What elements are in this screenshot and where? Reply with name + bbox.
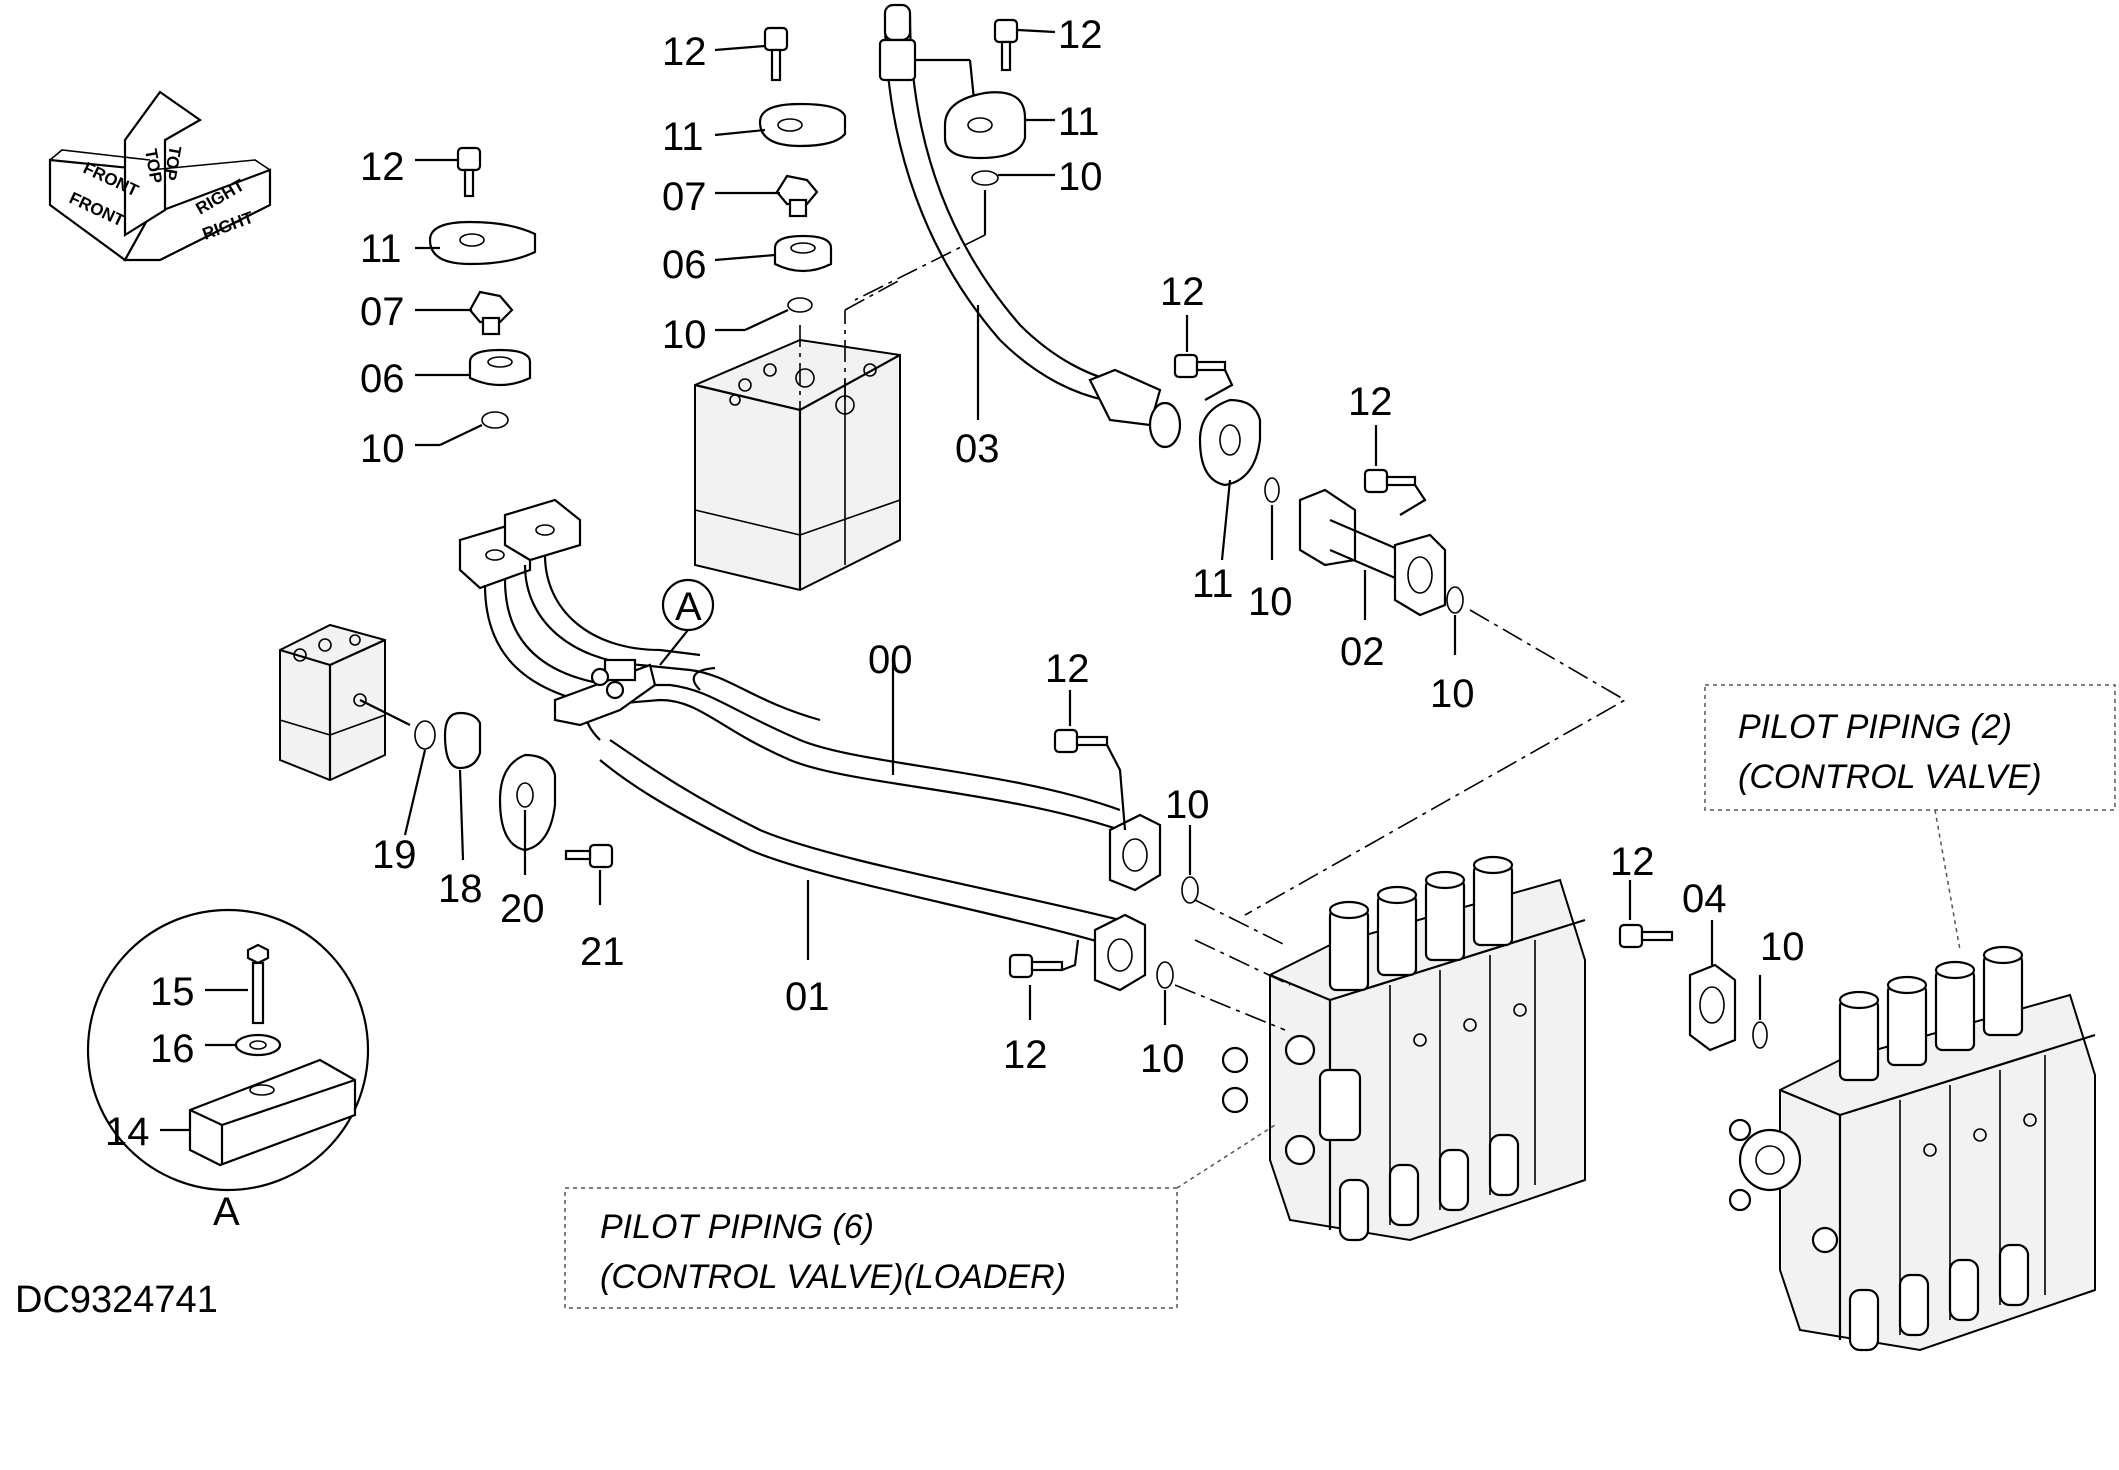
label-11: 11 [360,227,402,271]
label-06: 06 [360,357,405,401]
label-10: 10 [1058,155,1103,199]
connection-lines [854,234,1627,1031]
callout-pilot-piping-2: PILOT PIPING (2) (CONTROL VALVE) [1704,684,2116,951]
label-10: 10 [1248,580,1293,624]
callout-6-line1: PILOT PIPING (6) [600,1208,874,1246]
detail-circle-letter: A [213,1190,240,1234]
label-12: 12 [1003,1033,1048,1077]
detail-marker-letter: A [675,585,702,629]
hose-03 [878,3,1182,449]
left-valve-block [279,623,614,905]
label-16: 16 [150,1027,195,1071]
label-12: 12 [1045,647,1090,691]
label-12: 12 [360,145,405,189]
label-01: 01 [785,975,830,1019]
label-11: 11 [662,115,704,159]
left-fitting-stack [415,146,537,447]
label-12: 12 [1348,380,1393,424]
control-valve-loader [1221,855,1586,1242]
label-00: 00 [868,638,913,682]
label-03: 03 [955,427,1000,471]
detail-a-marker: A [659,578,715,666]
label-11: 11 [1192,562,1234,606]
label-04: 04 [1682,877,1727,921]
label-18: 18 [438,867,483,911]
label-12: 12 [662,30,707,74]
callout-2-line2: (CONTROL VALVE) [1738,758,2042,796]
label-19: 19 [372,833,417,877]
callout-6-line2: (CONTROL VALVE)(LOADER) [600,1258,1066,1296]
label-11: 11 [1058,100,1100,144]
label-10: 10 [1760,925,1805,969]
label-10: 10 [1140,1037,1185,1081]
label-10: 10 [360,427,405,471]
label-10: 10 [1165,783,1210,827]
detail-a-view [86,908,370,1192]
label-12: 12 [1058,13,1103,57]
label-06: 06 [662,243,707,287]
label-02: 02 [1340,630,1385,674]
pipes-00-01 [458,498,1162,992]
center-fitting-stack [714,26,847,332]
label-20: 20 [500,887,545,931]
pipe-00-end-fittings [1008,690,1199,1025]
label-21: 21 [580,930,625,974]
callout-2-line1: PILOT PIPING (2) [1738,708,2012,746]
pipe-04-fittings [1618,880,1768,1052]
label-07: 07 [360,290,405,334]
pipe-02 [1298,425,1464,655]
label-07: 07 [662,175,707,219]
pilot-valve-block [694,279,901,592]
hose-end-fittings [1173,315,1280,561]
top-right-fitting-stack [943,18,1056,235]
label-10: 10 [1430,672,1475,716]
label-12: 12 [1160,270,1205,314]
callout-pilot-piping-6: PILOT PIPING (6) (CONTROL VALVE)(LOADER) [564,1124,1276,1309]
drawing-code: DC9324741 [15,1279,218,1321]
orientation-indicator: FRONT FRONT TOP TOP RIGHT RIGHT [48,90,272,262]
label-15: 15 [150,970,195,1014]
label-12: 12 [1610,840,1655,884]
label-14: 14 [105,1110,150,1154]
label-10: 10 [662,313,707,357]
control-valve-2 [1728,945,2096,1352]
